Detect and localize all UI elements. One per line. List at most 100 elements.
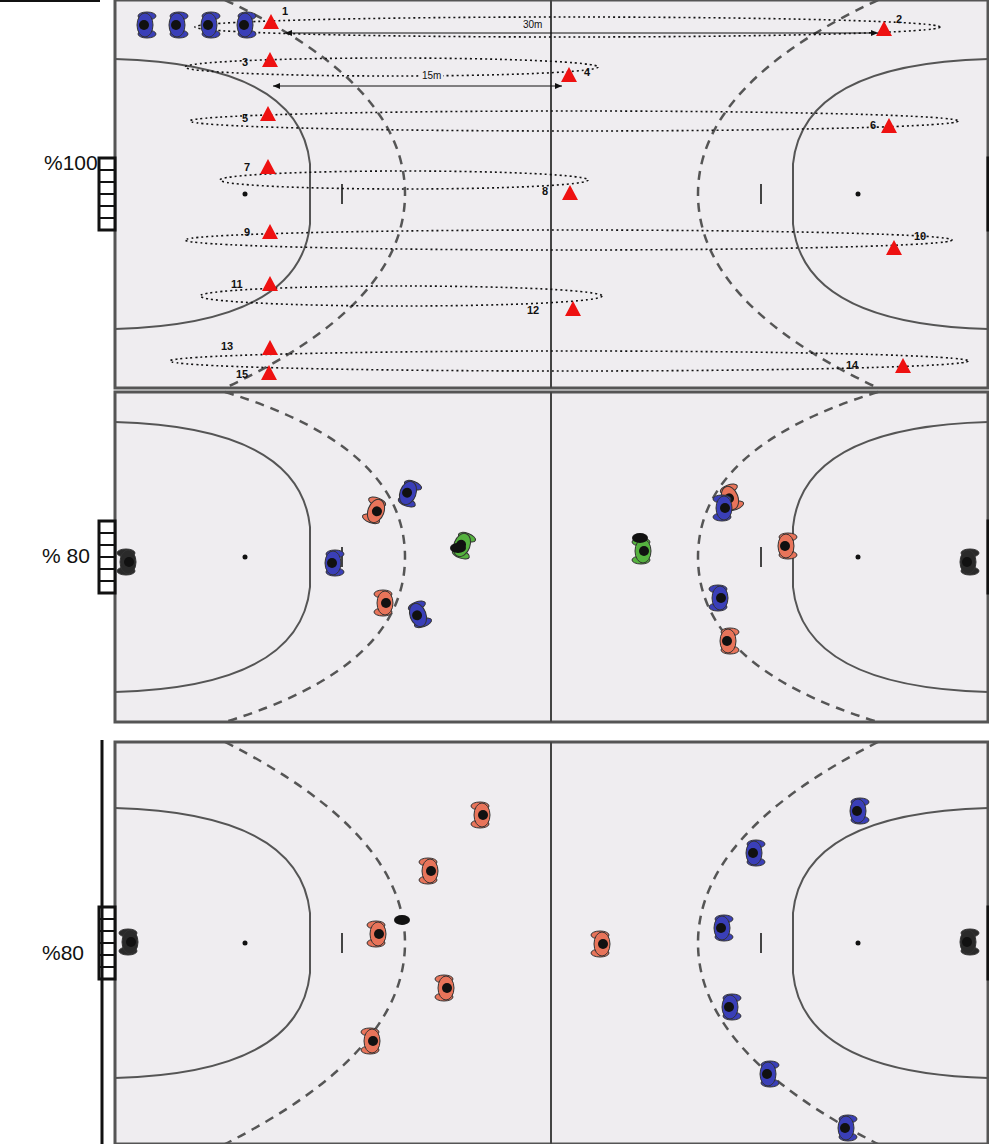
- goal-net: [99, 169, 115, 171]
- callout-number: 4: [584, 67, 590, 78]
- ball: [632, 533, 648, 543]
- cone: [261, 365, 277, 380]
- player-body: [325, 551, 341, 575]
- goal-net: [99, 532, 115, 534]
- goal: [988, 158, 989, 230]
- goal: [99, 521, 115, 593]
- goal-area-line: [115, 808, 310, 1078]
- player-head: [124, 557, 134, 567]
- cone: [565, 301, 581, 316]
- goalkeeper-mark: [856, 941, 861, 946]
- player: [450, 530, 477, 561]
- dimension-label: 15m: [420, 71, 443, 81]
- goal-area-line: [793, 59, 988, 329]
- player-body: [377, 591, 393, 615]
- running-path: [190, 111, 958, 131]
- goal-net: [99, 556, 115, 558]
- cone: [260, 106, 276, 121]
- seven-metre-mark: [341, 933, 343, 953]
- player-body: [850, 799, 866, 823]
- seven-metre-mark: [760, 184, 762, 204]
- player: [960, 929, 979, 955]
- player-head: [139, 20, 149, 30]
- cone: [262, 276, 278, 291]
- player-head: [374, 929, 384, 939]
- player-head: [716, 593, 726, 603]
- goal-net: [988, 580, 989, 582]
- player-head: [720, 503, 730, 513]
- center-line: [550, 742, 552, 1144]
- player-head: [748, 848, 758, 858]
- running-path: [200, 286, 602, 306]
- center-line: [550, 0, 552, 388]
- running-path: [170, 351, 968, 371]
- goal-net: [99, 568, 115, 570]
- player-body: [120, 550, 136, 574]
- player: [720, 628, 739, 654]
- callout-number: 1: [282, 6, 288, 17]
- player: [435, 975, 454, 1001]
- callout-number: 9: [244, 227, 250, 238]
- goal-frame: [99, 521, 115, 593]
- player-head: [368, 1036, 378, 1046]
- player-head: [371, 505, 384, 518]
- callout-number: 2: [896, 14, 902, 25]
- player-head: [724, 1002, 734, 1012]
- court-floor: [115, 392, 988, 722]
- cone: [876, 21, 892, 36]
- player: [169, 12, 188, 38]
- goal: [988, 521, 989, 593]
- player-body: [137, 13, 153, 37]
- goalkeeper-mark: [243, 555, 248, 560]
- goal-net: [988, 544, 989, 546]
- cone: [263, 14, 279, 29]
- panel-rule: [101, 740, 104, 1144]
- player: [367, 921, 386, 947]
- goal-net: [988, 193, 989, 195]
- player-body: [716, 496, 732, 520]
- cone: [562, 185, 578, 200]
- callout-number: 6: [870, 120, 876, 131]
- player-head: [722, 636, 732, 646]
- goal: [99, 158, 115, 230]
- goal-net: [99, 205, 115, 207]
- free-throw-line: [698, 742, 878, 1144]
- player-body: [237, 13, 253, 37]
- player-head: [852, 806, 862, 816]
- seven-metre-mark: [341, 184, 343, 204]
- player-body: [714, 916, 730, 940]
- cone: [262, 224, 278, 239]
- player-body: [594, 932, 610, 956]
- player: [960, 549, 979, 575]
- player-head: [239, 20, 249, 30]
- player: [746, 840, 765, 866]
- dimension-arrowhead: [285, 30, 878, 36]
- player-body: [169, 13, 185, 37]
- callout-number: 7: [244, 162, 250, 173]
- player-body: [422, 859, 438, 883]
- goal-net: [99, 181, 115, 183]
- running-path: [185, 230, 952, 250]
- player: [713, 495, 732, 521]
- callout-number: 14: [846, 360, 858, 371]
- court-floor: [115, 742, 988, 1144]
- player: [237, 12, 256, 38]
- player-head: [203, 20, 213, 30]
- callout-number: 3: [242, 57, 248, 68]
- player: [201, 12, 220, 38]
- dimension-line: [285, 33, 878, 34]
- player-head: [962, 937, 972, 947]
- goal-net: [988, 568, 989, 570]
- player-head: [639, 546, 649, 556]
- player-body: [201, 13, 217, 37]
- goal-area-line: [793, 808, 988, 1078]
- cone: [561, 67, 577, 82]
- goal-frame: [99, 158, 115, 230]
- cone: [262, 340, 278, 355]
- handball-court: [115, 0, 988, 388]
- player-head: [381, 598, 391, 608]
- cone: [895, 358, 911, 373]
- handball-court: [115, 392, 988, 722]
- goalkeeper-mark: [243, 941, 248, 946]
